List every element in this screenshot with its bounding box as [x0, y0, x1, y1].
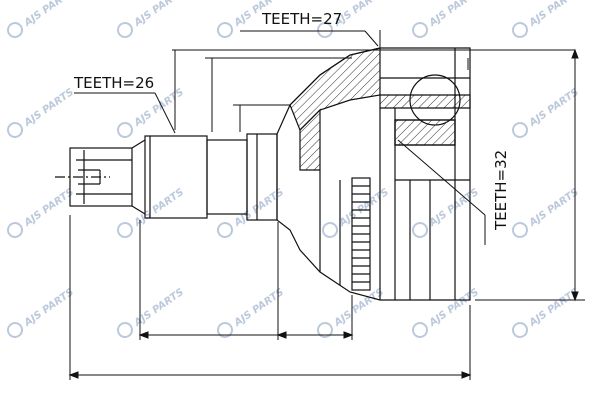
joint-body	[55, 47, 471, 301]
watermark-text: AJS PARTS	[22, 187, 76, 230]
watermark-text: AJS PARTS	[132, 0, 186, 29]
gear-logo-icon	[7, 22, 23, 38]
watermark-logo: AJS PARTS	[117, 287, 186, 338]
watermark-logo: AJS PARTS	[7, 87, 76, 138]
watermark-text: AJS PARTS	[332, 287, 386, 330]
watermark-logo: AJS PARTS	[117, 187, 186, 238]
gear-logo-icon	[412, 22, 428, 38]
watermark-logo: AJS PARTS	[217, 187, 286, 238]
gear-logo-icon	[117, 322, 133, 338]
gear-logo-icon	[117, 222, 133, 238]
abs-ring-teeth	[352, 185, 370, 283]
teeth-shaft-label: TEETH=26	[73, 74, 154, 92]
teeth-inner-label: TEETH=32	[492, 150, 510, 231]
gear-logo-icon	[7, 122, 23, 138]
gear-logo-icon	[512, 322, 528, 338]
gear-logo-icon	[117, 22, 133, 38]
dimension-lines	[68, 30, 585, 380]
watermark-text: AJS PARTS	[527, 187, 581, 230]
watermark-logo: AJS PARTS	[512, 0, 581, 38]
watermark-text: AJS PARTS	[427, 187, 481, 230]
watermark-text: AJS PARTS	[22, 0, 76, 29]
gear-logo-icon	[412, 222, 428, 238]
gear-logo-icon	[217, 22, 233, 38]
gear-logo-icon	[412, 322, 428, 338]
watermark-logo: AJS PARTS	[512, 187, 581, 238]
gear-logo-icon	[217, 222, 233, 238]
watermark-text: AJS PARTS	[427, 0, 481, 29]
housing-section-hatch	[289, 47, 381, 132]
gear-logo-icon	[512, 22, 528, 38]
watermark-logo: AJS PARTS	[412, 0, 481, 38]
watermark-text: AJS PARTS	[527, 0, 581, 29]
watermark-logo: AJS PARTS	[512, 287, 581, 338]
gear-logo-icon	[512, 222, 528, 238]
gear-logo-icon	[217, 322, 233, 338]
watermark-logo: AJS PARTS	[217, 287, 286, 338]
watermark-text: AJS PARTS	[427, 287, 481, 330]
gear-logo-icon	[317, 322, 333, 338]
gear-logo-icon	[322, 222, 338, 238]
watermark-logo: AJS PARTS	[512, 87, 581, 138]
gear-logo-icon	[512, 122, 528, 138]
gear-logo-icon	[117, 122, 133, 138]
gear-logo-icon	[317, 22, 333, 38]
watermark-text: AJS PARTS	[22, 87, 76, 130]
watermark-logo: AJS PARTS	[7, 0, 76, 38]
shaft-neck	[206, 139, 248, 215]
watermark-logo: AJS PARTS	[7, 287, 76, 338]
gear-logo-icon	[7, 222, 23, 238]
watermark-text: AJS PARTS	[22, 287, 76, 330]
watermark-logo: AJS PARTS	[117, 0, 186, 38]
watermark-text: AJS PARTS	[527, 87, 581, 130]
teeth-outer-label: TEETH=27	[261, 10, 342, 28]
watermark-text: AJS PARTS	[337, 187, 391, 230]
watermark-logo: AJS PARTS	[7, 187, 76, 238]
gear-logo-icon	[7, 322, 23, 338]
